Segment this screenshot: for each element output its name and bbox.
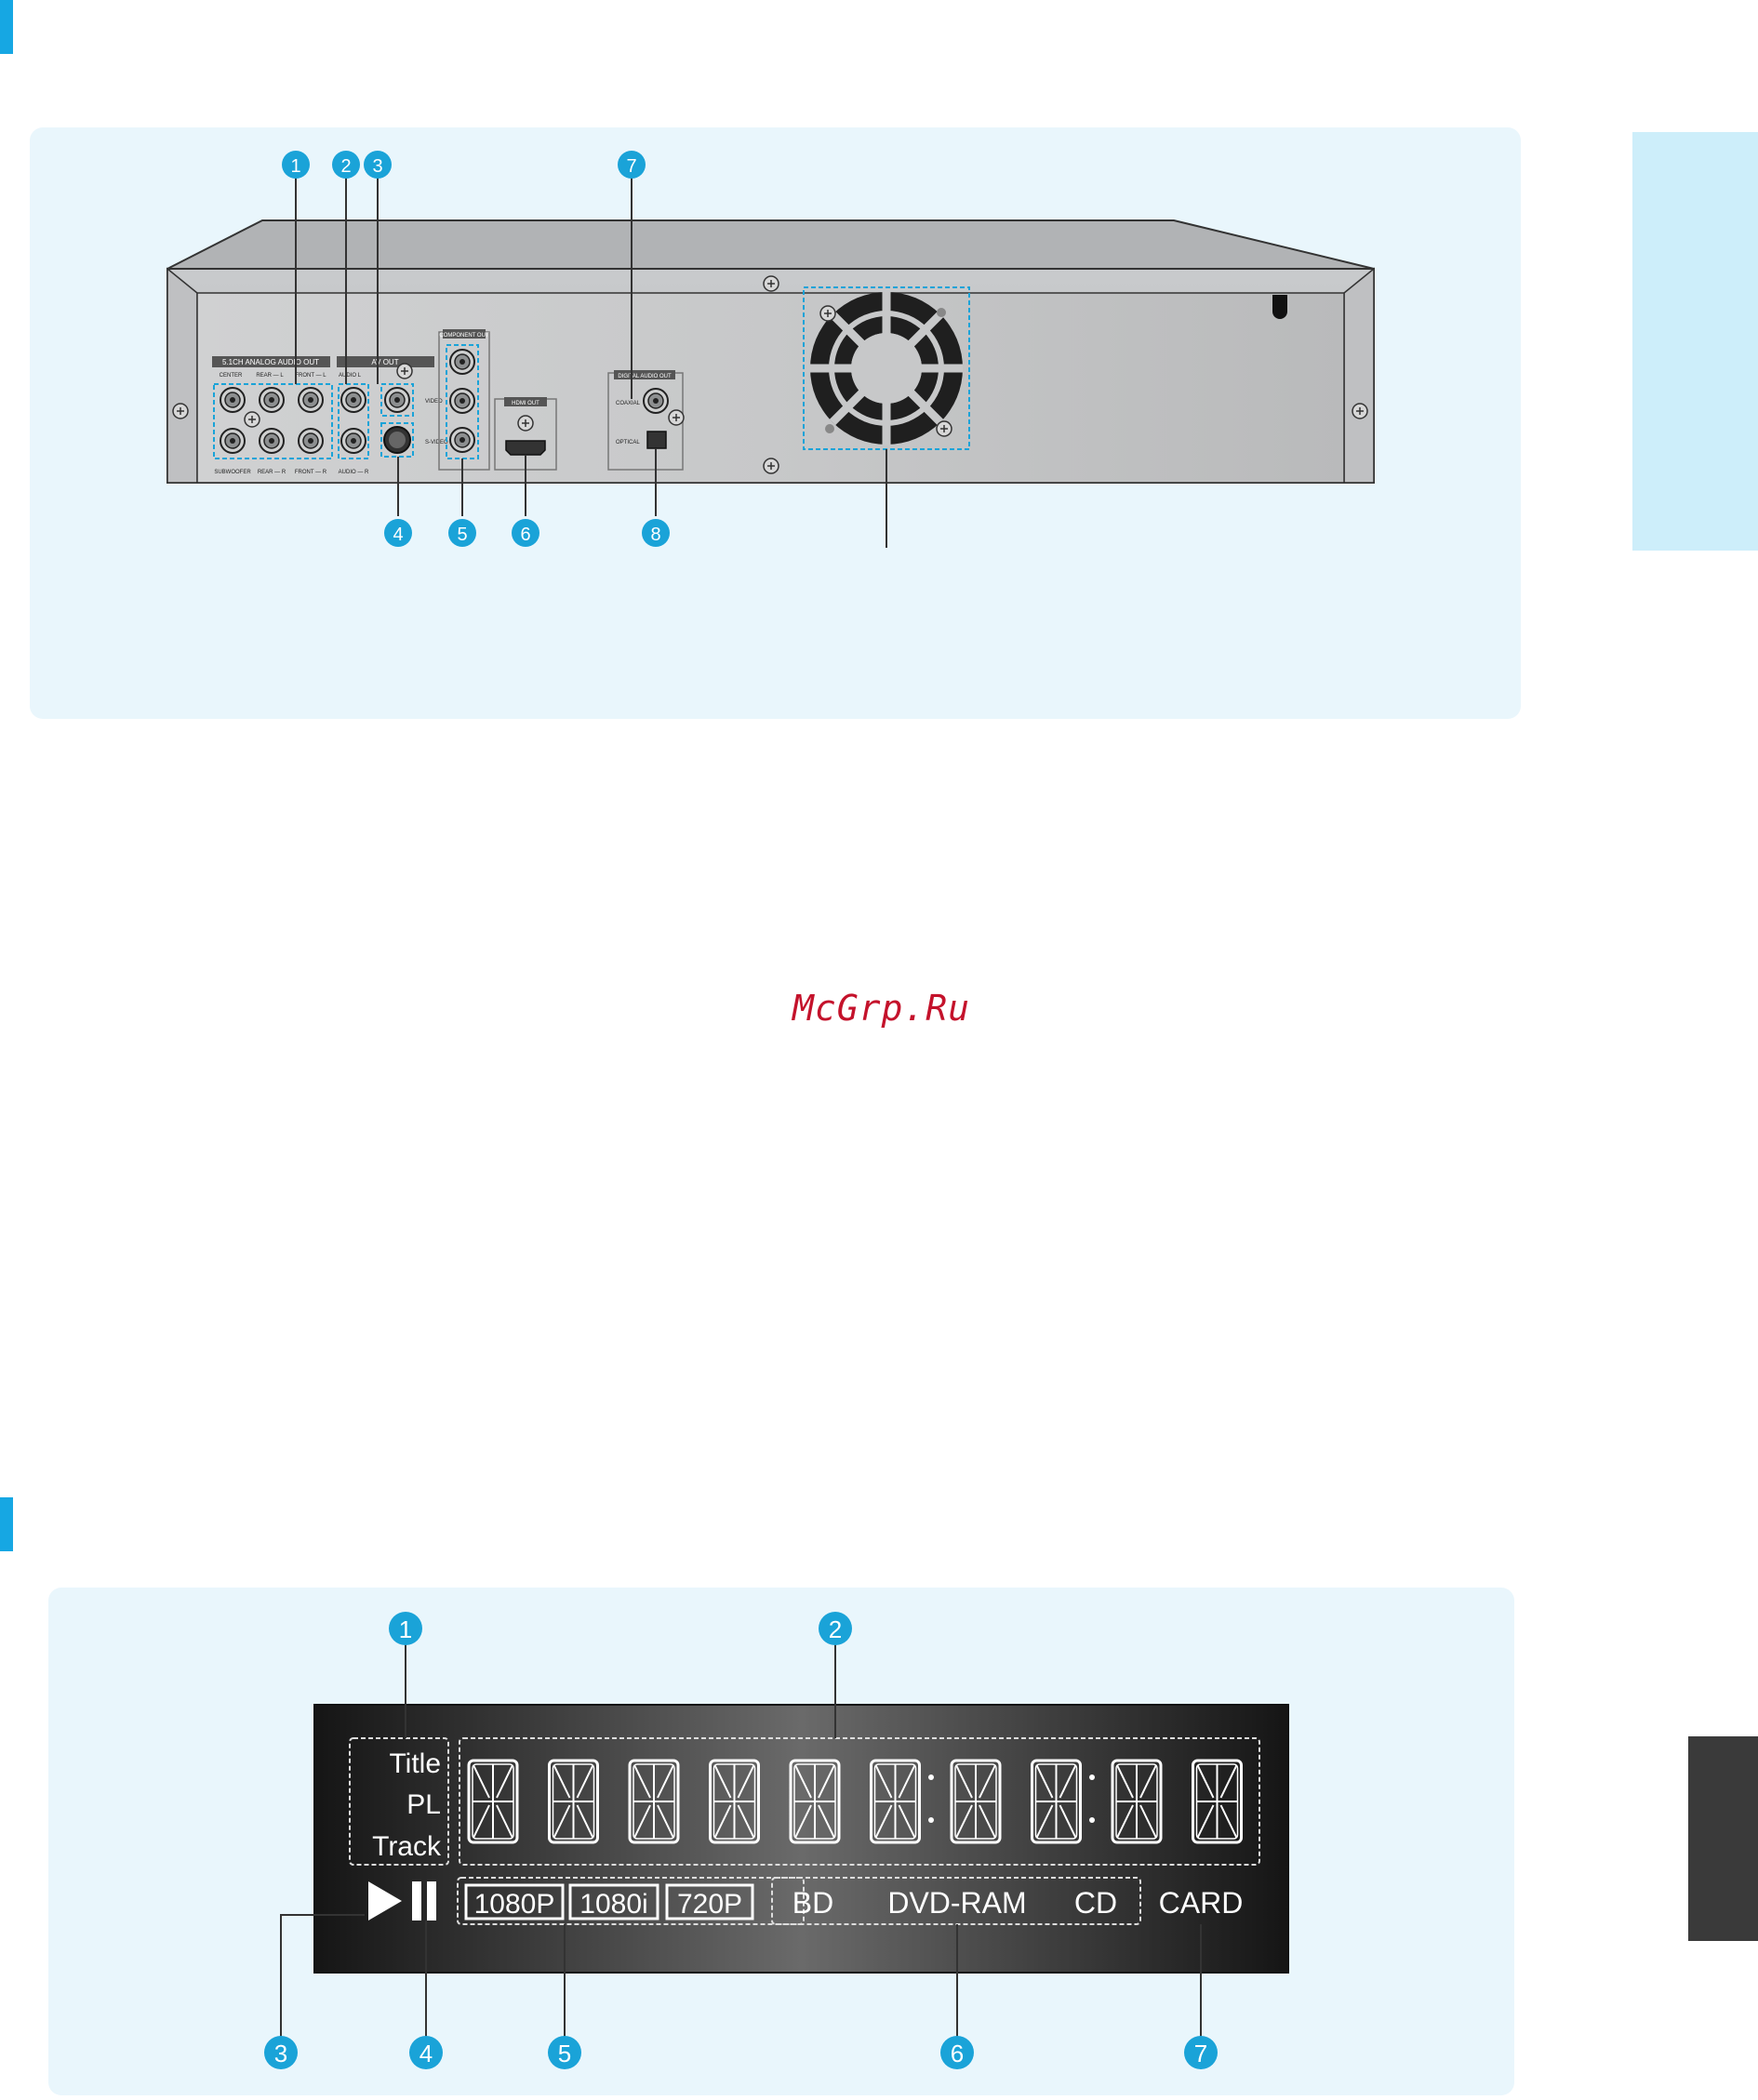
svg-text:4: 4	[393, 525, 403, 545]
screw-icon	[764, 276, 779, 291]
disc-dvd-ram: DVD-RAM	[887, 1886, 1026, 1920]
callout-5: 5	[548, 2036, 581, 2069]
coaxial-label: COAXIAL	[616, 401, 641, 406]
lock-slot-icon	[1272, 295, 1287, 319]
callout-4: 4	[409, 2036, 443, 2069]
svg-text:5: 5	[558, 2040, 571, 2067]
component-out-label: COMPONENT OUT	[439, 333, 489, 339]
callout-8: 8	[642, 519, 670, 547]
svg-text:2: 2	[829, 1615, 842, 1643]
svg-text:6: 6	[520, 525, 530, 545]
svg-text:5: 5	[457, 525, 467, 545]
svideo-label: S-VIDEO	[425, 440, 448, 445]
rear-l-label: REAR — L	[256, 373, 284, 379]
screw-icon	[937, 421, 952, 436]
title-indicator: Title	[389, 1748, 441, 1779]
pause-icon	[412, 1881, 421, 1921]
screw-icon	[1352, 404, 1367, 419]
screw-icon	[764, 459, 779, 473]
digital-audio-out-label: DIGITAL AUDIO OUT	[618, 374, 672, 379]
rear-panel-figure: 5.1CH ANALOG AUDIO OUT CENTER REAR — L F…	[30, 127, 1521, 719]
resolution-720p: 720P	[677, 1889, 742, 1920]
section-marker-top	[0, 0, 13, 54]
callout-3: 3	[364, 151, 392, 179]
callout-6: 6	[940, 2036, 974, 2069]
optical-port[interactable]	[647, 432, 666, 448]
chassis-top	[167, 220, 1374, 269]
video-jack[interactable]	[385, 388, 409, 412]
optical-label: OPTICAL	[616, 440, 640, 445]
svg-text:6: 6	[951, 2040, 964, 2067]
subwoofer-jack[interactable]	[220, 429, 245, 453]
svg-text:1: 1	[290, 156, 300, 177]
pl-indicator: PL	[406, 1789, 441, 1820]
callout-7: 7	[1184, 2036, 1218, 2069]
analog-audio-out-label: 5.1CH ANALOG AUDIO OUT	[222, 358, 319, 366]
rear-r-jack[interactable]	[260, 429, 284, 453]
svg-text:1: 1	[399, 1615, 412, 1643]
component-pr-jack[interactable]	[450, 428, 474, 452]
svg-text:3: 3	[372, 156, 382, 177]
callout-4: 4	[384, 519, 412, 547]
audio-l-jack[interactable]	[341, 388, 366, 412]
screw-icon	[245, 412, 260, 427]
rear-l-jack[interactable]	[260, 388, 284, 412]
screw-icon	[820, 306, 835, 321]
svg-text:4: 4	[420, 2040, 433, 2067]
callout-2: 2	[819, 1612, 852, 1645]
front-display-figure: Title PL Track 1080P 1080i 720P BD DVD-R…	[48, 1588, 1514, 2095]
svg-text:7: 7	[1194, 2040, 1207, 2067]
rear-r-label: REAR — R	[258, 470, 286, 475]
disc-cd: CD	[1074, 1886, 1117, 1920]
callout-2: 2	[332, 151, 360, 179]
av-out-label: AV OUT	[371, 358, 398, 366]
coaxial-jack[interactable]	[644, 389, 668, 413]
component-y-jack[interactable]	[450, 350, 474, 374]
component-pb-jack[interactable]	[450, 389, 474, 413]
video-label: VIDEO	[425, 399, 443, 405]
callout-1: 1	[389, 1612, 422, 1645]
subwoofer-label: SUBWOOFER	[214, 470, 251, 475]
front-l-label: FRONT — L	[295, 373, 326, 379]
svg-text:7: 7	[626, 156, 636, 177]
screw-icon	[669, 410, 684, 425]
svg-text:8: 8	[650, 525, 660, 545]
chapter-index-tab	[1688, 1736, 1758, 1941]
resolution-1080i: 1080i	[579, 1889, 647, 1920]
audio-r-jack[interactable]	[341, 429, 366, 453]
disc-bd: BD	[792, 1886, 833, 1920]
callout-7: 7	[618, 151, 646, 179]
screw-icon	[397, 364, 412, 379]
section-marker-bottom	[0, 1497, 13, 1551]
chapter-tab	[1632, 132, 1758, 551]
hdmi-port[interactable]	[506, 441, 545, 455]
front-r-label: FRONT — R	[295, 470, 327, 475]
track-indicator: Track	[372, 1831, 442, 1862]
svg-text:3: 3	[274, 2040, 287, 2067]
svg-text:2: 2	[340, 156, 351, 177]
audio-l-label: AUDIO L	[339, 373, 362, 379]
callout-3: 3	[264, 2036, 298, 2069]
callout-5: 5	[448, 519, 476, 547]
callout-6: 6	[512, 519, 539, 547]
center-label: CENTER	[220, 373, 243, 379]
center-jack[interactable]	[220, 388, 245, 412]
front-l-jack[interactable]	[299, 388, 323, 412]
screw-icon	[173, 404, 188, 419]
hdmi-out-label: HDMI OUT	[512, 401, 539, 406]
audio-r-label: AUDIO — R	[339, 470, 369, 475]
callout-1: 1	[282, 151, 310, 179]
screw-icon	[518, 416, 533, 431]
resolution-1080p: 1080P	[474, 1889, 555, 1920]
card-indicator: CARD	[1159, 1886, 1244, 1920]
watermark: McGrp.Ru	[792, 988, 970, 1029]
front-r-jack[interactable]	[299, 429, 323, 453]
